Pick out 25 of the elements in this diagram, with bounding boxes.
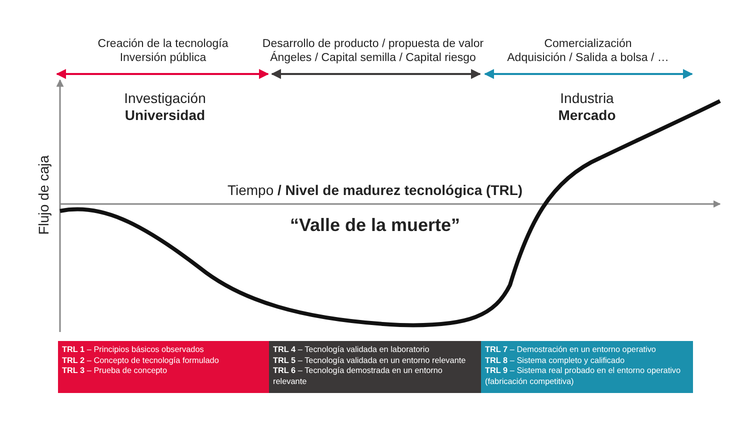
phase-funding: Ángeles / Capital semilla / Capital riesgo	[270, 52, 476, 65]
phase-funding: Adquisición / Salida a bolsa / …	[507, 52, 669, 65]
stage-label: Industria	[560, 91, 614, 106]
trl-panel	[481, 341, 693, 393]
phase-title: Desarrollo de producto / propuesta de valor	[262, 38, 484, 51]
trl-item: TRL 1 – Principios básicos observados	[62, 345, 205, 356]
trl-item: TRL 6 – Tecnología demostrada en un entorno relevante	[273, 366, 444, 388]
phase-title: Comercialización	[544, 38, 632, 51]
trl-item: TRL 5 – Tecnología validada en un entorno relevante	[273, 356, 467, 366]
trl-panel	[269, 341, 481, 393]
trl-panel	[58, 341, 269, 393]
axis-title: Flujo de caja	[36, 155, 52, 235]
phase-funding: Inversión pública	[120, 52, 206, 65]
trl-item: TRL 4 – Tecnología validada en laboratorio	[273, 345, 430, 356]
stage-label: Investigación	[124, 91, 206, 106]
axis-title: Tiempo / Nivel de madurez tecnológica (TRL)	[227, 183, 523, 198]
trl-item: TRL 9 – Sistema real probado en el entorno operativo (fabricación competitiva)	[485, 366, 682, 388]
trl-item: TRL 3 – Prueba de concepto	[62, 366, 168, 377]
trl-item: TRL 2 – Concepto de tecnología formulado	[62, 356, 220, 366]
trl-item: TRL 7 – Demostración en un entorno operativo	[485, 345, 657, 356]
curve-label: “Valle de la muerte”	[290, 216, 460, 236]
stage-label: Mercado	[558, 108, 616, 124]
stage-label: Universidad	[124, 108, 206, 124]
trl-item: TRL 8 – Sistema completo y calificado	[485, 356, 626, 366]
phase-title: Creación de la tecnología	[98, 38, 228, 51]
